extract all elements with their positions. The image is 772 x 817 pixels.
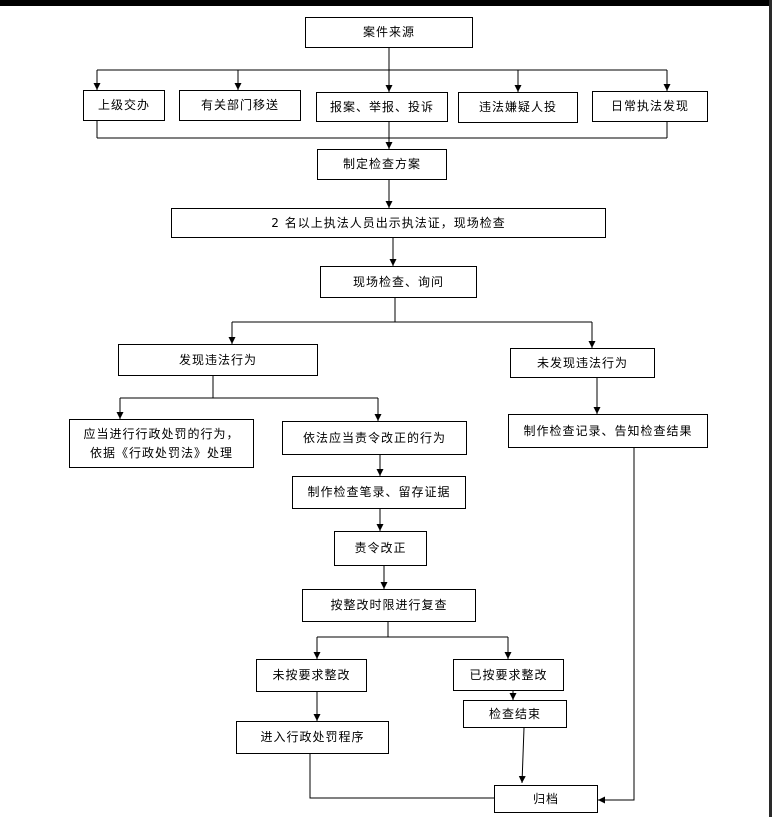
- suspect-node: 违法嫌疑人投: [458, 92, 578, 123]
- admin-penalty-line1: 应当进行行政处罚的行为，: [83, 426, 240, 441]
- arrow-penalty-to-archive: [309, 754, 494, 799]
- case-source-label: 案件来源: [362, 25, 415, 39]
- transfer-node: 有关部门移送: [179, 90, 301, 121]
- window-right-border: [769, 0, 772, 817]
- report-node: 报案、举报、投诉: [316, 92, 448, 122]
- record-evidence-node: 制作检查笔录、留存证据: [292, 476, 466, 509]
- archive-node: 归档: [494, 785, 598, 813]
- record-notify-label: 制作检查记录、告知检查结果: [523, 423, 693, 438]
- onsite-label: 现场检查、询问: [352, 274, 444, 289]
- enter-penalty-label: 进入行政处罚程序: [260, 730, 365, 744]
- case-source-node: 案件来源: [305, 17, 473, 48]
- check-end-node: 检查结束: [463, 700, 567, 728]
- enter-penalty-node: 进入行政处罚程序: [236, 721, 389, 754]
- arrow-end-to-archive: [518, 727, 526, 784]
- order-correction-label: 依法应当责令改正的行为: [302, 430, 446, 445]
- superior-node: 上级交办: [83, 90, 165, 121]
- plan-label: 制定检查方案: [342, 157, 421, 171]
- not-rectified-node: 未按要求整改: [256, 659, 367, 692]
- record-notify-node: 制作检查记录、告知检查结果: [508, 414, 708, 448]
- not-rectified-label: 未按要求整改: [272, 668, 351, 682]
- officers-label: 2 名以上执法人员出示执法证，现场检查: [271, 215, 506, 230]
- archive-label: 归档: [532, 791, 559, 806]
- record-evidence-label: 制作检查笔录、留存证据: [307, 485, 451, 499]
- officers-node: 2 名以上执法人员出示执法证，现场检查: [171, 208, 606, 238]
- violation-found-label: 发现违法行为: [178, 352, 257, 367]
- routine-label: 日常执法发现: [610, 99, 689, 113]
- rectified-node: 已按要求整改: [453, 659, 564, 691]
- window-top-border: [0, 0, 772, 6]
- rectified-label: 已按要求整改: [469, 667, 548, 682]
- report-label: 报案、举报、投诉: [329, 99, 434, 114]
- no-violation-label: 未发现违法行为: [536, 355, 628, 370]
- no-violation-node: 未发现违法行为: [510, 348, 655, 378]
- review-label: 按整改时限进行复查: [330, 598, 448, 612]
- order-rectify-node: 责令改正: [334, 531, 427, 566]
- plan-node: 制定检查方案: [317, 149, 447, 180]
- order-correction-node: 依法应当责令改正的行为: [282, 421, 467, 455]
- check-end-label: 检查结束: [488, 706, 541, 721]
- suspect-label: 违法嫌疑人投: [478, 100, 557, 114]
- order-rectify-label: 责令改正: [354, 541, 407, 555]
- transfer-label: 有关部门移送: [200, 98, 279, 112]
- admin-penalty-node: 应当进行行政处罚的行为， 依据《行政处罚法》处理: [69, 419, 254, 468]
- review-node: 按整改时限进行复查: [302, 589, 476, 622]
- onsite-node: 现场检查、询问: [320, 266, 477, 298]
- routine-node: 日常执法发现: [592, 91, 708, 122]
- superior-label: 上级交办: [97, 98, 150, 112]
- admin-penalty-line2: 依据《行政处罚法》处理: [89, 445, 233, 460]
- violation-found-node: 发现违法行为: [118, 344, 318, 376]
- arrow-notify-to-archive: [598, 448, 635, 804]
